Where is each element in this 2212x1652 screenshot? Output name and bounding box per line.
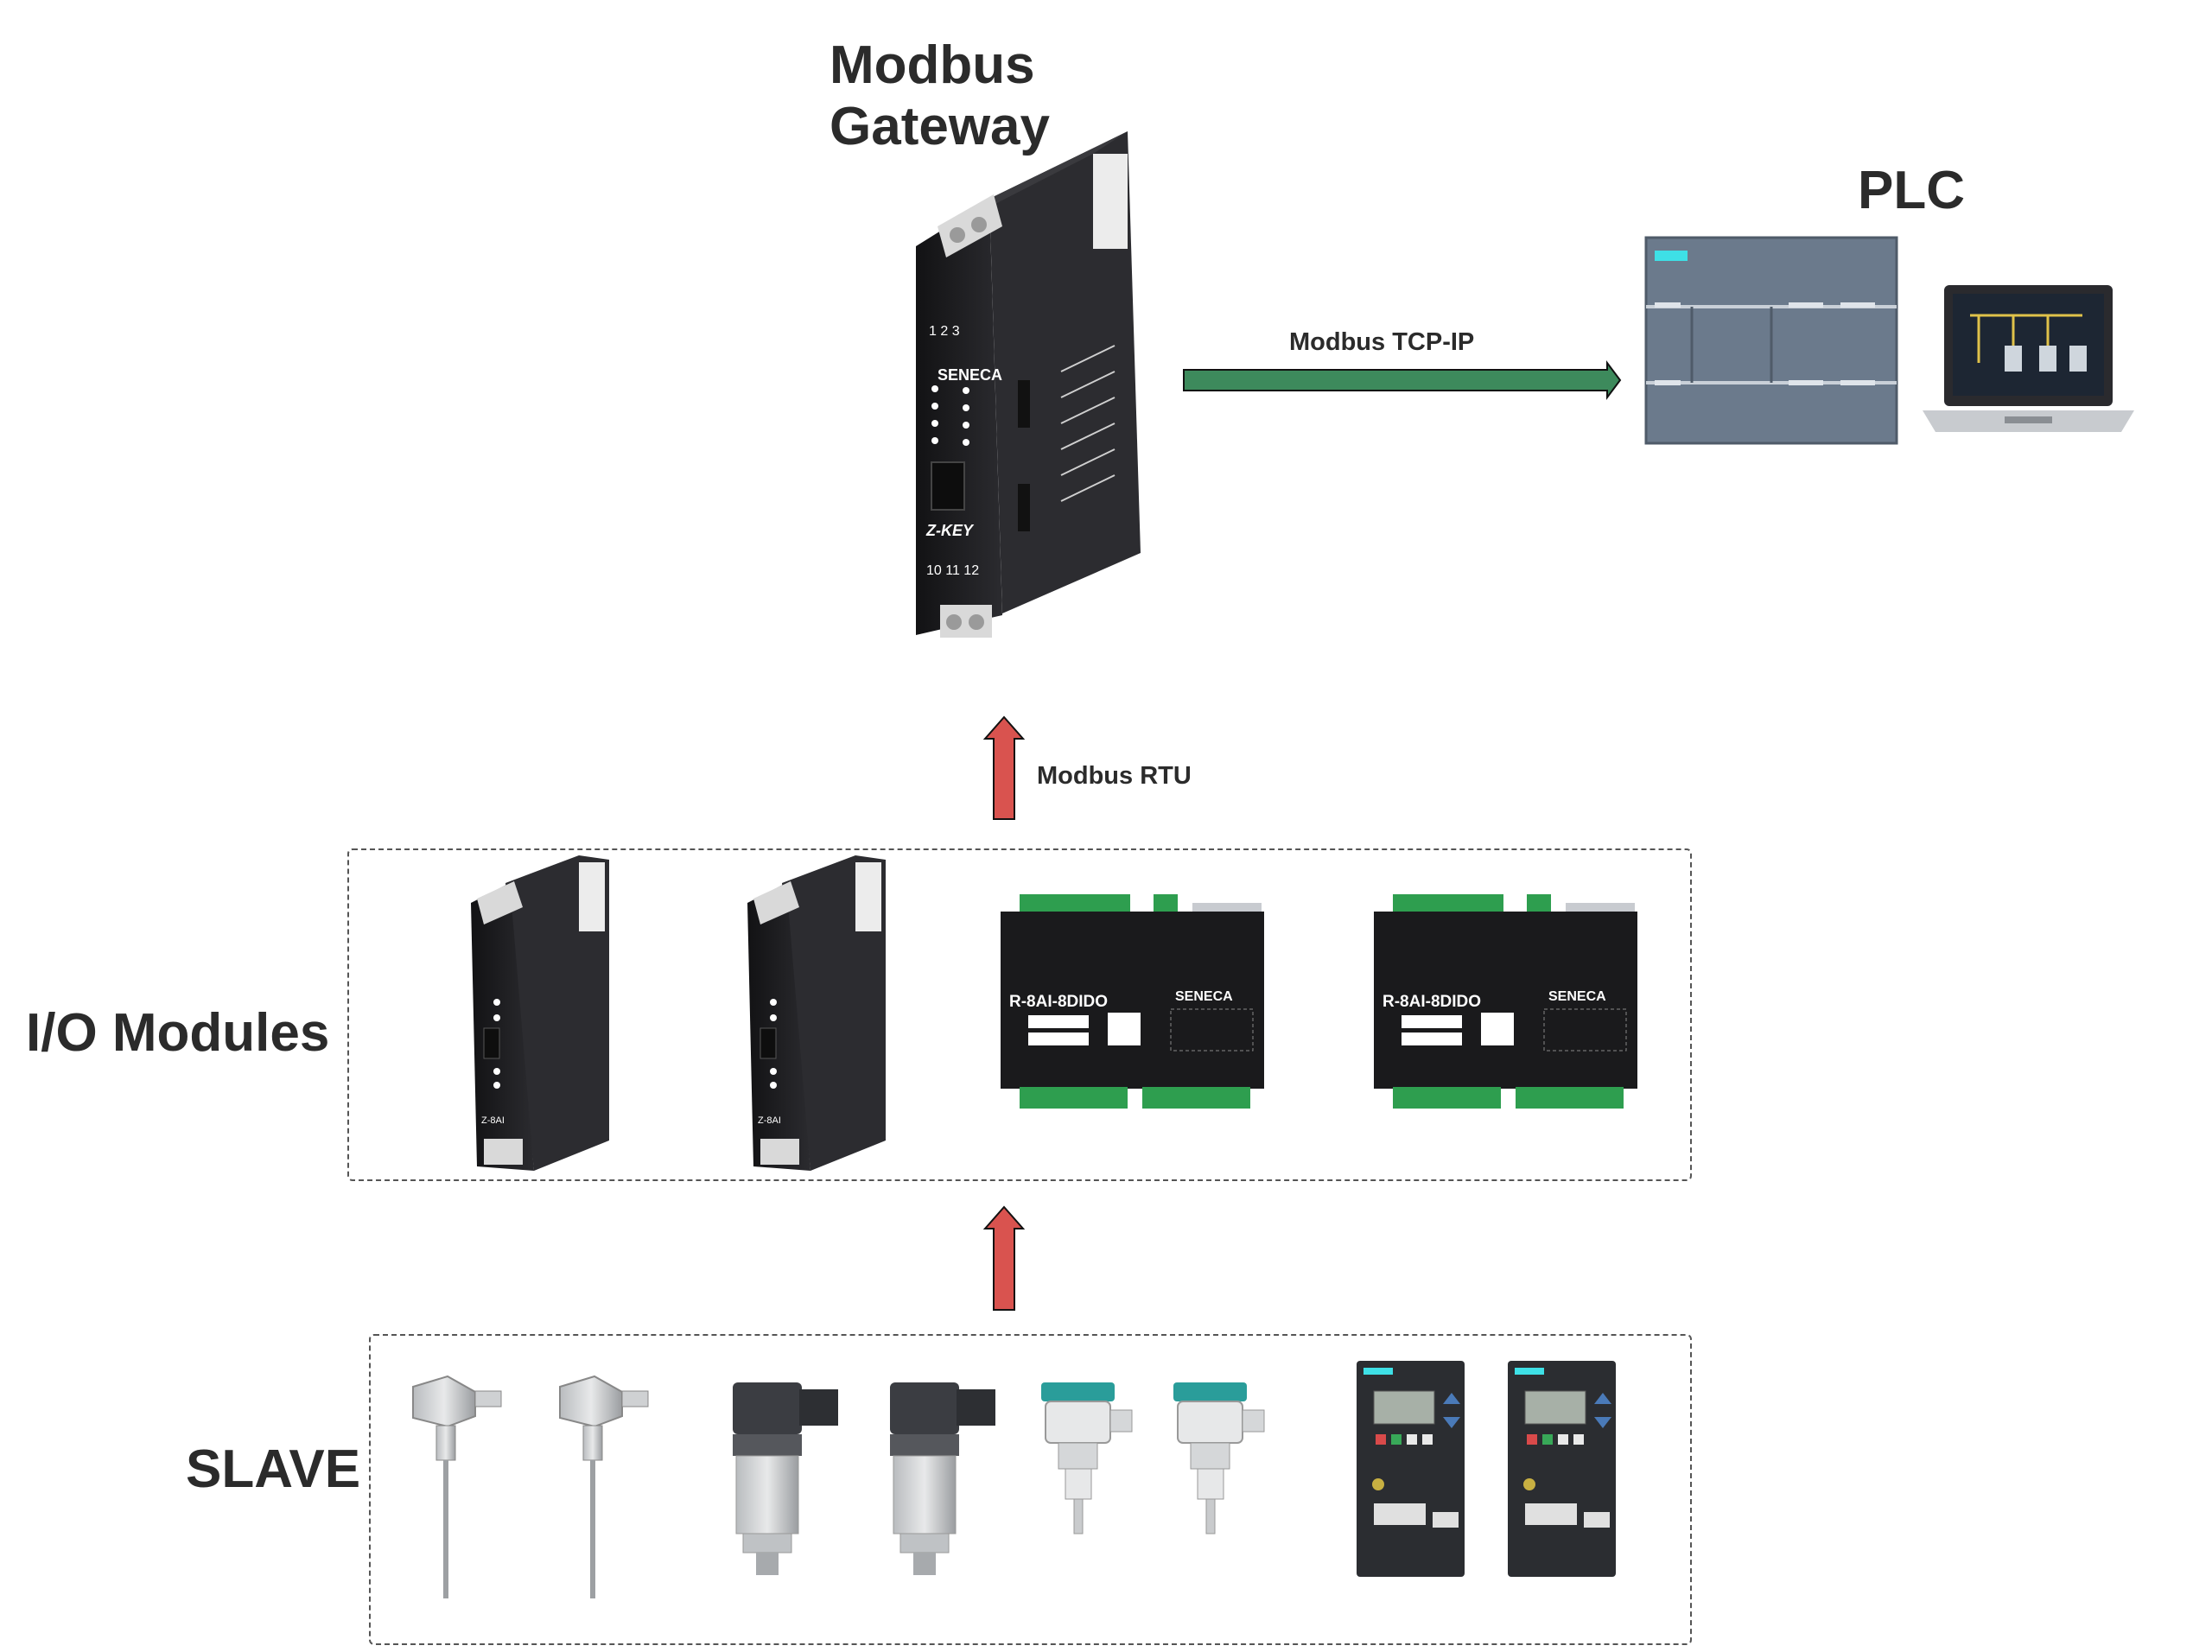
slave-drive-1: [1357, 1361, 1465, 1577]
plc-device: [1644, 236, 1898, 445]
gateway-title: Modbus Gateway: [830, 35, 1051, 156]
din-module-2-label: Z-8AI: [758, 1115, 781, 1126]
io-din-module-1: [471, 855, 609, 1171]
slave-pressure-transmitter-2: [890, 1382, 995, 1575]
slave-drive-2: [1508, 1361, 1616, 1577]
r-module-2-model: R-8AI-8DIDO: [1382, 993, 1481, 1011]
r-module-1-model: R-8AI-8DIDO: [1009, 993, 1108, 1011]
laptop-hmi: [1923, 285, 2134, 432]
slave-level-sensor-1: [1041, 1382, 1133, 1534]
io-r-module-2: [1374, 894, 1637, 1109]
slave-thermocouple-2: [559, 1375, 649, 1598]
tcp-ip-label: Modbus TCP-IP: [1289, 328, 1475, 356]
slave-thermocouple-1: [412, 1375, 502, 1598]
gateway-terminal-bottom: 10 11 12: [926, 563, 979, 578]
slave-to-io-arrow: [982, 1205, 1026, 1311]
r-module-1-brand: SENECA: [1175, 989, 1233, 1004]
tcp-ip-arrow: [1183, 360, 1622, 400]
io-r-module-1: [1001, 894, 1264, 1109]
r-module-2-brand: SENECA: [1548, 989, 1606, 1004]
rtu-label: Modbus RTU: [1037, 762, 1192, 790]
rtu-arrow: [982, 715, 1026, 820]
gateway-brand: SENECA: [938, 366, 1002, 384]
gateway-device: [916, 131, 1141, 638]
io-modules-group: [347, 848, 1692, 1181]
slave-title: SLAVE: [186, 1439, 361, 1499]
slave-level-sensor-2: [1173, 1382, 1265, 1534]
din-module-1-label: Z-8AI: [481, 1115, 505, 1126]
gateway-model: Z-KEY: [925, 522, 975, 539]
io-din-module-2: [747, 855, 886, 1171]
slave-pressure-transmitter-1: [733, 1382, 838, 1575]
gateway-terminal-top: 1 2 3: [929, 324, 960, 339]
plc-title: PLC: [1858, 161, 1965, 220]
slave-group: [369, 1334, 1692, 1645]
io-modules-title: I/O Modules: [26, 1003, 330, 1063]
